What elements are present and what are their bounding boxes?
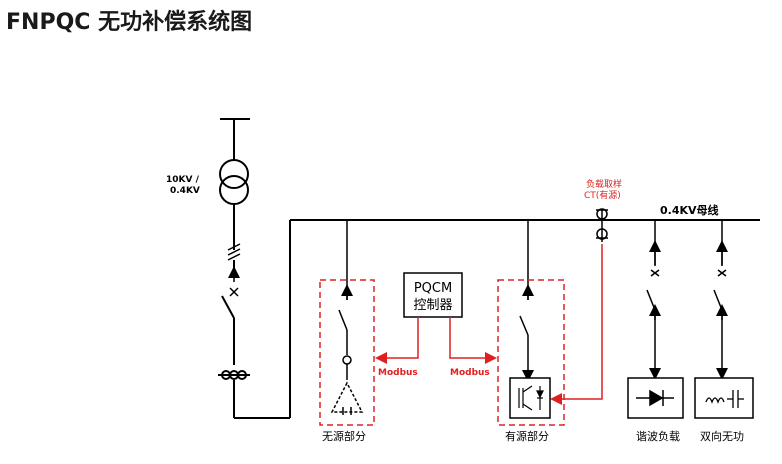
bidirectional-box [694, 377, 754, 419]
passive-group-box [319, 279, 375, 426]
svg-module-box [509, 377, 551, 419]
active-branch [519, 220, 534, 382]
active-label: 有源部分 [505, 429, 549, 443]
harmonic-label: 谐波负载 [636, 429, 680, 443]
incoming-feeder [218, 118, 291, 419]
controller-line2: 控制器 [413, 298, 452, 313]
busbar-label: 0.4KV母线 [660, 203, 719, 217]
modbus-left-label: Modbus [378, 368, 418, 378]
passive-branch [330, 220, 364, 415]
passive-label: 无源部分 [322, 429, 366, 443]
diode-icon [636, 389, 674, 407]
pqcm-controller-box [403, 272, 463, 318]
transformer-primary-label: 10KV / [166, 175, 200, 185]
controller-line1: PQCM [414, 281, 452, 296]
bidirectional-branch [713, 220, 728, 380]
harmonic-branch [646, 220, 661, 380]
load-ct [596, 208, 608, 242]
transformer-secondary-label: 0.4KV [170, 186, 200, 196]
inductor-capacitor-icon [705, 390, 744, 408]
modbus-links [375, 244, 603, 405]
ct-label-line1: 负载取样 [586, 178, 622, 190]
igbt-icon [518, 385, 544, 411]
ct-label-line2: CT(有源) [584, 189, 621, 201]
bidirectional-label: 双向无功 [700, 429, 744, 443]
active-group-box [497, 279, 565, 426]
modbus-right-label: Modbus [450, 368, 490, 378]
page-title: FNPQC 无功补偿系统图 [6, 10, 253, 35]
